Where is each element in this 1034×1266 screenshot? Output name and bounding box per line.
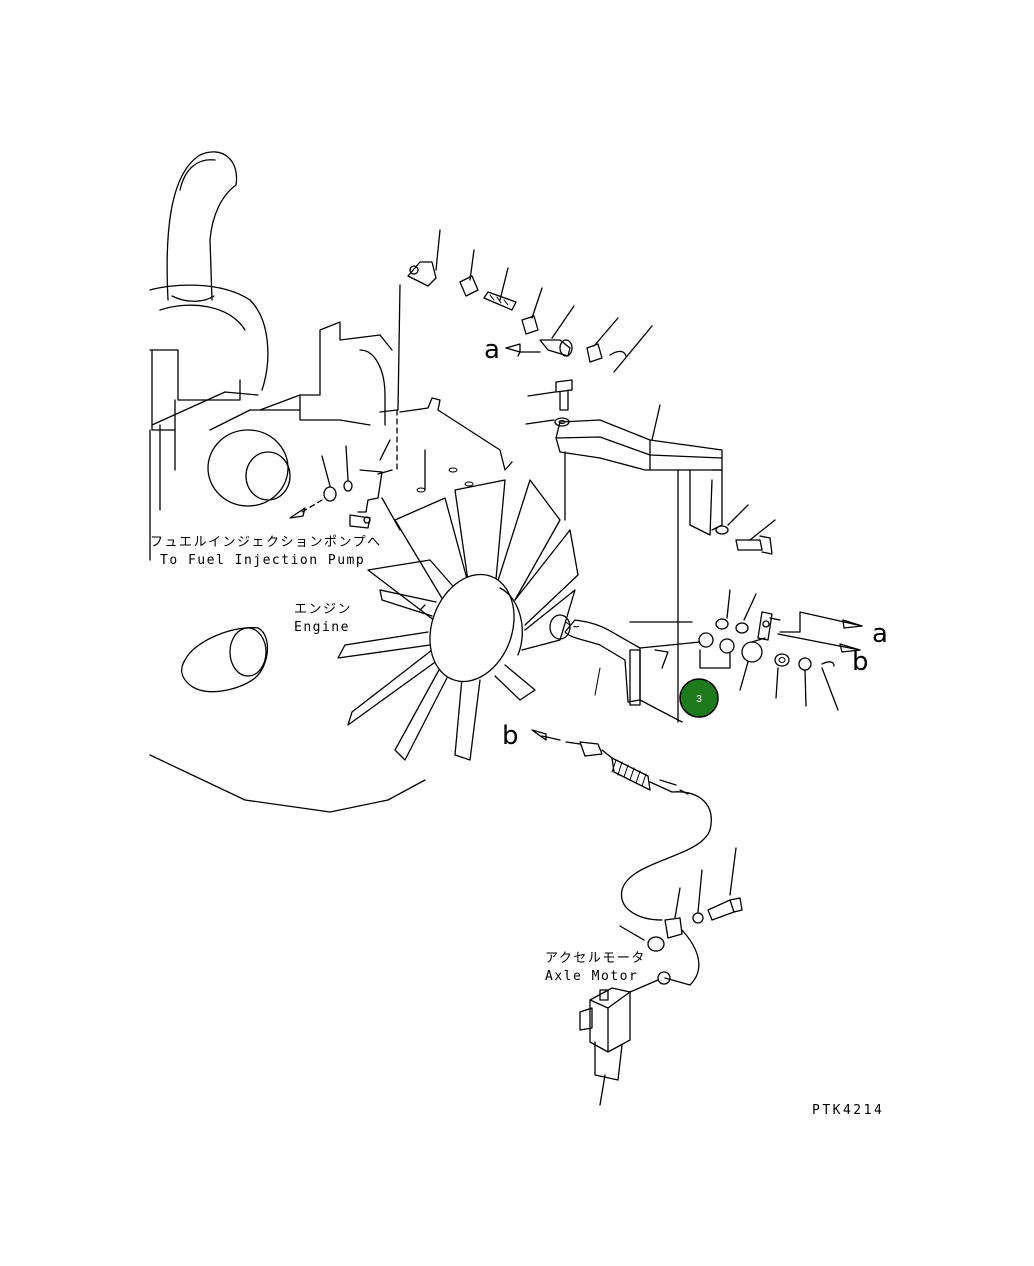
callout-badge-3[interactable]: 3 <box>679 678 719 718</box>
fuel-pump-label-en: To Fuel Injection Pump <box>160 553 365 568</box>
ref-a-top: a <box>484 335 500 365</box>
cooling-fan <box>337 479 579 761</box>
linkage-rod <box>377 229 653 475</box>
axle-motor-label-jp: アクセルモータ <box>545 951 646 966</box>
bracket-bolt-top <box>525 379 661 441</box>
fuel-pump-label-jp: フュエルインジェクションポンプへ <box>150 535 382 550</box>
callout-circle[interactable] <box>679 678 719 718</box>
engine-label-jp: エンジン <box>294 602 352 617</box>
lever-parts <box>698 589 863 711</box>
mounting-bracket <box>549 419 723 723</box>
control-cable <box>531 729 743 986</box>
engine-outline <box>149 151 513 813</box>
axle-motor <box>579 971 691 1106</box>
ref-a-right: a <box>872 619 888 649</box>
engine-label-en: Engine <box>294 620 350 635</box>
fuel-pump-link <box>289 445 401 531</box>
ref-b-right: b <box>852 647 869 677</box>
ref-b-cable: b <box>502 721 519 751</box>
drawing-code: PTK4214 <box>812 1103 884 1118</box>
bracket-bolt-right <box>715 504 776 555</box>
axle-motor-label-en: Axle Motor <box>545 969 638 984</box>
callout-number[interactable]: 3 <box>696 694 702 705</box>
